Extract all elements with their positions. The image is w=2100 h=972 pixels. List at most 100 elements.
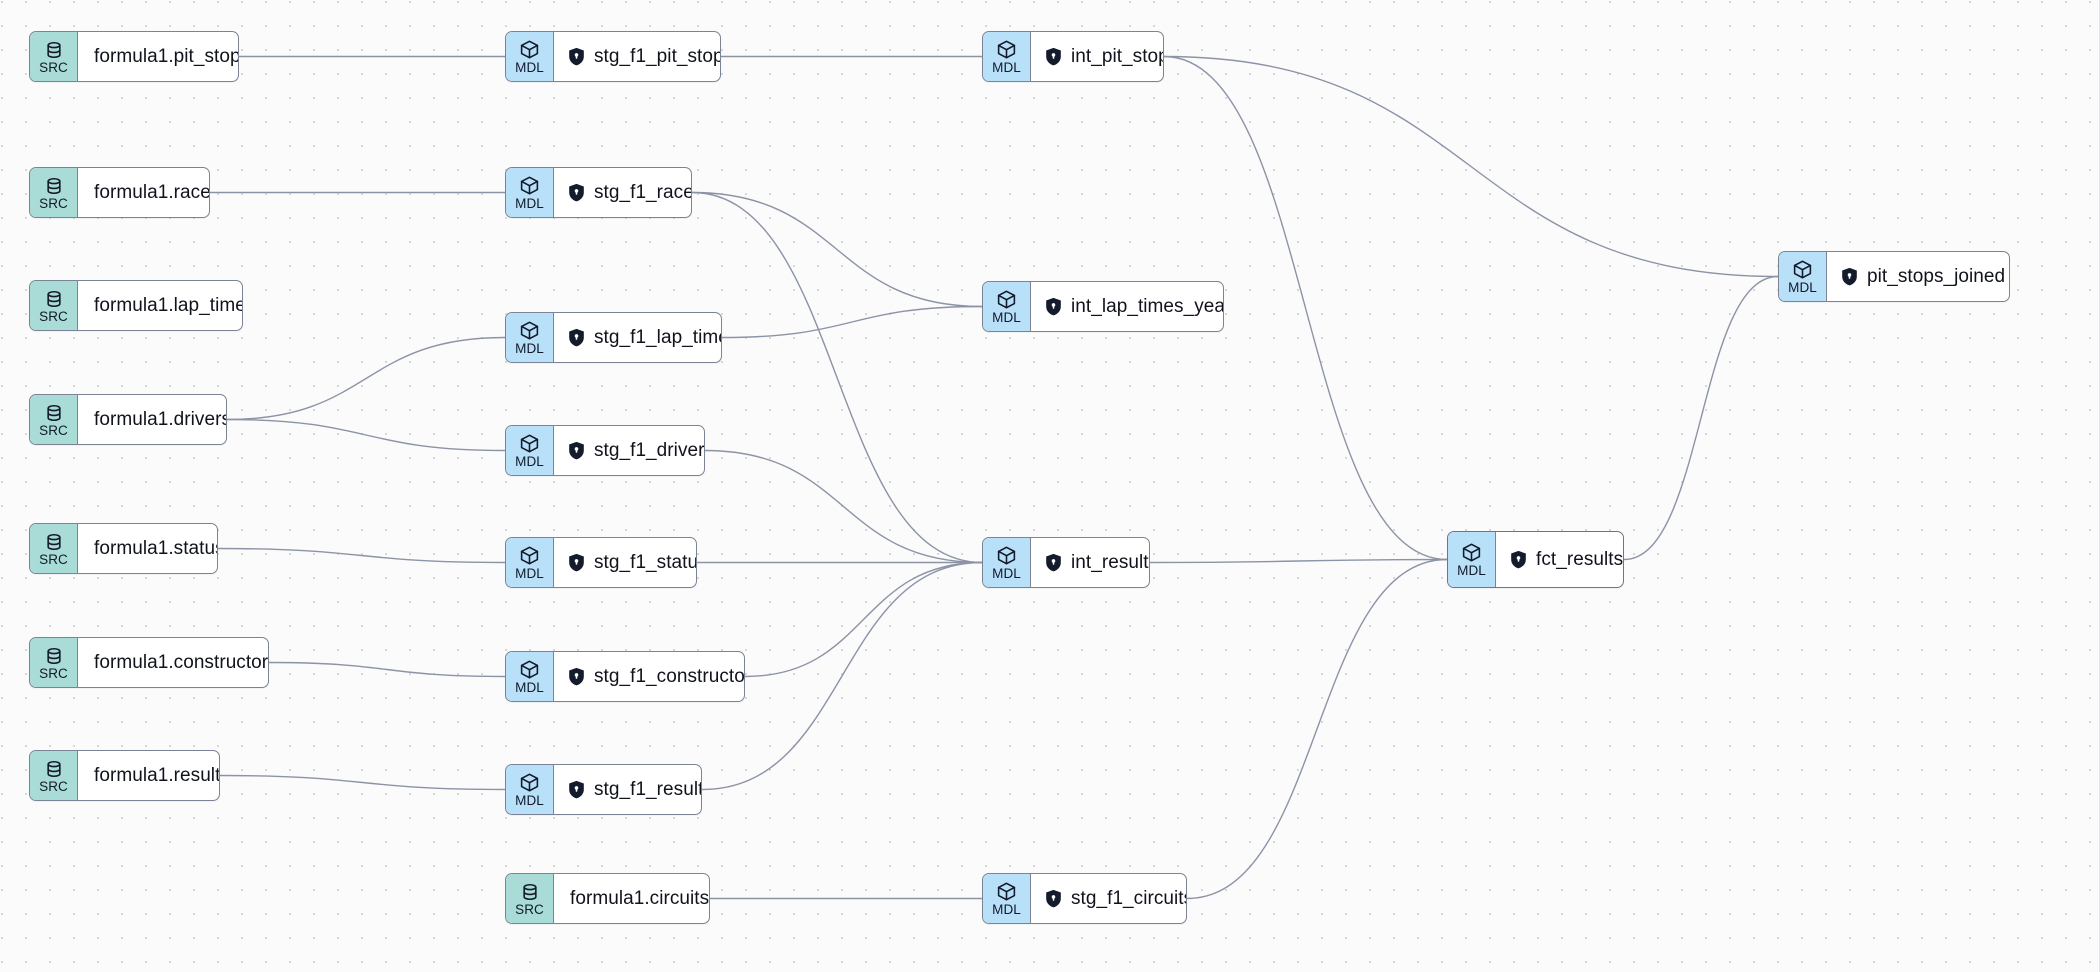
source-badge: SRC	[30, 281, 78, 330]
source-badge: SRC	[30, 168, 78, 217]
database-icon	[520, 882, 540, 902]
edge-int_pit_stops-to-pit_stops_joined	[1163, 55, 1779, 278]
edge-stg_lap_times-to-int_lap_times_years	[721, 305, 983, 339]
cube-icon	[996, 545, 1017, 566]
edge-stg_circuits-to-fct_results	[1186, 558, 1448, 900]
graph-node-stg_constructors[interactable]: MDL stg_f1_constructors	[505, 651, 745, 702]
node-label: int_pit_stops	[1071, 46, 1163, 67]
cube-icon	[519, 175, 540, 196]
graph-node-stg_status[interactable]: MDL stg_f1_status	[505, 537, 697, 588]
graph-node-stg_pit_stops[interactable]: MDL stg_f1_pit_stops	[505, 31, 721, 82]
cube-icon	[519, 659, 540, 680]
graph-node-fct_results[interactable]: MDL fct_results	[1447, 531, 1624, 588]
model-badge: MDL	[1448, 532, 1496, 587]
graph-node-src_results[interactable]: SRC formula1.results	[29, 750, 220, 801]
model-badge: MDL	[983, 32, 1031, 81]
database-icon	[44, 646, 64, 666]
graph-node-src_constructors[interactable]: SRC formula1.constructors	[29, 637, 269, 688]
graph-node-src_lap_times[interactable]: SRC formula1.lap_times	[29, 280, 243, 331]
model-badge: MDL	[983, 282, 1031, 331]
shield-icon	[568, 667, 585, 686]
node-kind-label: SRC	[39, 422, 68, 438]
shield-icon	[1045, 297, 1062, 316]
node-label: formula1.circuits	[570, 888, 710, 909]
graph-node-stg_results[interactable]: MDL stg_f1_results	[505, 764, 702, 815]
node-body: int_pit_stops	[1031, 32, 1163, 81]
edge-stg_races-to-int_lap_times_years	[691, 191, 983, 308]
shield-icon	[1045, 47, 1062, 66]
node-label: formula1.results	[94, 765, 220, 786]
node-label: stg_f1_results	[594, 779, 702, 800]
edge-src_status-to-stg_status	[217, 547, 506, 564]
model-badge: MDL	[506, 538, 554, 587]
node-body: formula1.pit_stops	[78, 32, 239, 81]
graph-node-int_pit_stops[interactable]: MDL int_pit_stops	[982, 31, 1164, 82]
cube-icon	[519, 39, 540, 60]
node-label: formula1.pit_stops	[94, 46, 239, 67]
database-icon	[44, 289, 64, 309]
node-label: stg_f1_circuits	[1071, 888, 1187, 909]
node-kind-label: MDL	[515, 196, 544, 211]
node-kind-label: MDL	[1457, 563, 1486, 578]
node-kind-label: MDL	[515, 680, 544, 695]
edge-src_drivers-to-stg_lap_times	[226, 336, 506, 421]
node-body: stg_f1_results	[554, 765, 702, 814]
cube-icon	[519, 320, 540, 341]
node-kind-label: MDL	[992, 60, 1021, 75]
cube-icon	[996, 39, 1017, 60]
model-badge: MDL	[506, 652, 554, 701]
node-label: formula1.drivers	[94, 409, 227, 430]
node-body: int_results	[1031, 538, 1149, 587]
node-kind-label: SRC	[39, 778, 68, 794]
shield-icon	[568, 553, 585, 572]
node-kind-label: SRC	[39, 195, 68, 211]
node-body: fct_results	[1496, 532, 1624, 587]
node-kind-label: SRC	[39, 665, 68, 681]
database-icon	[44, 403, 64, 423]
node-label: stg_f1_status	[594, 552, 697, 573]
edge-stg_races-to-int_results	[691, 191, 983, 564]
graph-node-src_circuits[interactable]: SRC formula1.circuits	[505, 873, 710, 924]
node-body: stg_f1_lap_times	[554, 313, 721, 362]
source-badge: SRC	[30, 524, 78, 573]
node-label: stg_f1_races	[594, 182, 691, 203]
node-kind-label: MDL	[515, 60, 544, 75]
edge-src_drivers-to-stg_drivers	[226, 418, 506, 452]
graph-node-stg_races[interactable]: MDL stg_f1_races	[505, 167, 692, 218]
node-body: stg_f1_constructors	[554, 652, 744, 701]
edge-fct_results-to-pit_stops_joined	[1623, 275, 1779, 561]
edge-src_constructors-to-stg_constructors	[268, 661, 506, 678]
source-badge: SRC	[30, 638, 78, 687]
graph-node-src_drivers[interactable]: SRC formula1.drivers	[29, 394, 227, 445]
node-body: formula1.status	[78, 524, 217, 573]
node-label: formula1.constructors	[94, 652, 269, 673]
cube-icon	[519, 772, 540, 793]
shield-icon	[568, 183, 585, 202]
node-kind-label: SRC	[515, 901, 544, 917]
edge-stg_constructors-to-int_results	[744, 561, 983, 678]
node-label: formula1.lap_times	[94, 295, 243, 316]
shield-icon	[568, 780, 585, 799]
node-label: stg_f1_pit_stops	[594, 46, 721, 67]
shield-icon	[1045, 889, 1062, 908]
node-label: fct_results	[1536, 549, 1624, 570]
cube-icon	[996, 881, 1017, 902]
shield-icon	[1510, 550, 1527, 569]
cube-icon	[519, 545, 540, 566]
model-badge: MDL	[506, 32, 554, 81]
node-kind-label: SRC	[39, 308, 68, 324]
shield-icon	[568, 441, 585, 460]
model-badge: MDL	[506, 765, 554, 814]
node-body: stg_f1_drivers	[554, 426, 704, 475]
